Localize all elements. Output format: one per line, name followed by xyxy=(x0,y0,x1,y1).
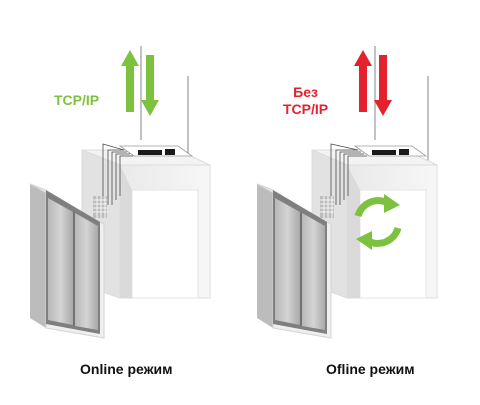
online-panel xyxy=(29,46,211,339)
caption-offline: Ofline режим xyxy=(326,361,415,377)
wiring xyxy=(102,143,133,208)
elevator-door-icon xyxy=(29,183,105,339)
offline-panel xyxy=(256,46,438,339)
controller-board-icon xyxy=(118,145,194,157)
vent-grid xyxy=(320,196,334,218)
wiring xyxy=(330,143,367,208)
protocol-line: TCP/IP xyxy=(54,92,100,108)
vent-grid xyxy=(93,196,107,218)
sync-icon xyxy=(354,194,402,250)
protocol-line: TCP/IP xyxy=(283,101,329,117)
caption-online: Online режим xyxy=(80,361,173,377)
controller-board-icon xyxy=(353,145,428,157)
protocol-line: Без xyxy=(293,84,318,100)
transfer-arrows-icon xyxy=(121,50,159,116)
protocol-label-online: TCP/IP xyxy=(54,92,99,109)
protocol-label-offline: Без TCP/IP xyxy=(283,84,328,118)
transfer-arrows-icon xyxy=(354,50,392,116)
elevator-door-icon xyxy=(256,183,332,339)
